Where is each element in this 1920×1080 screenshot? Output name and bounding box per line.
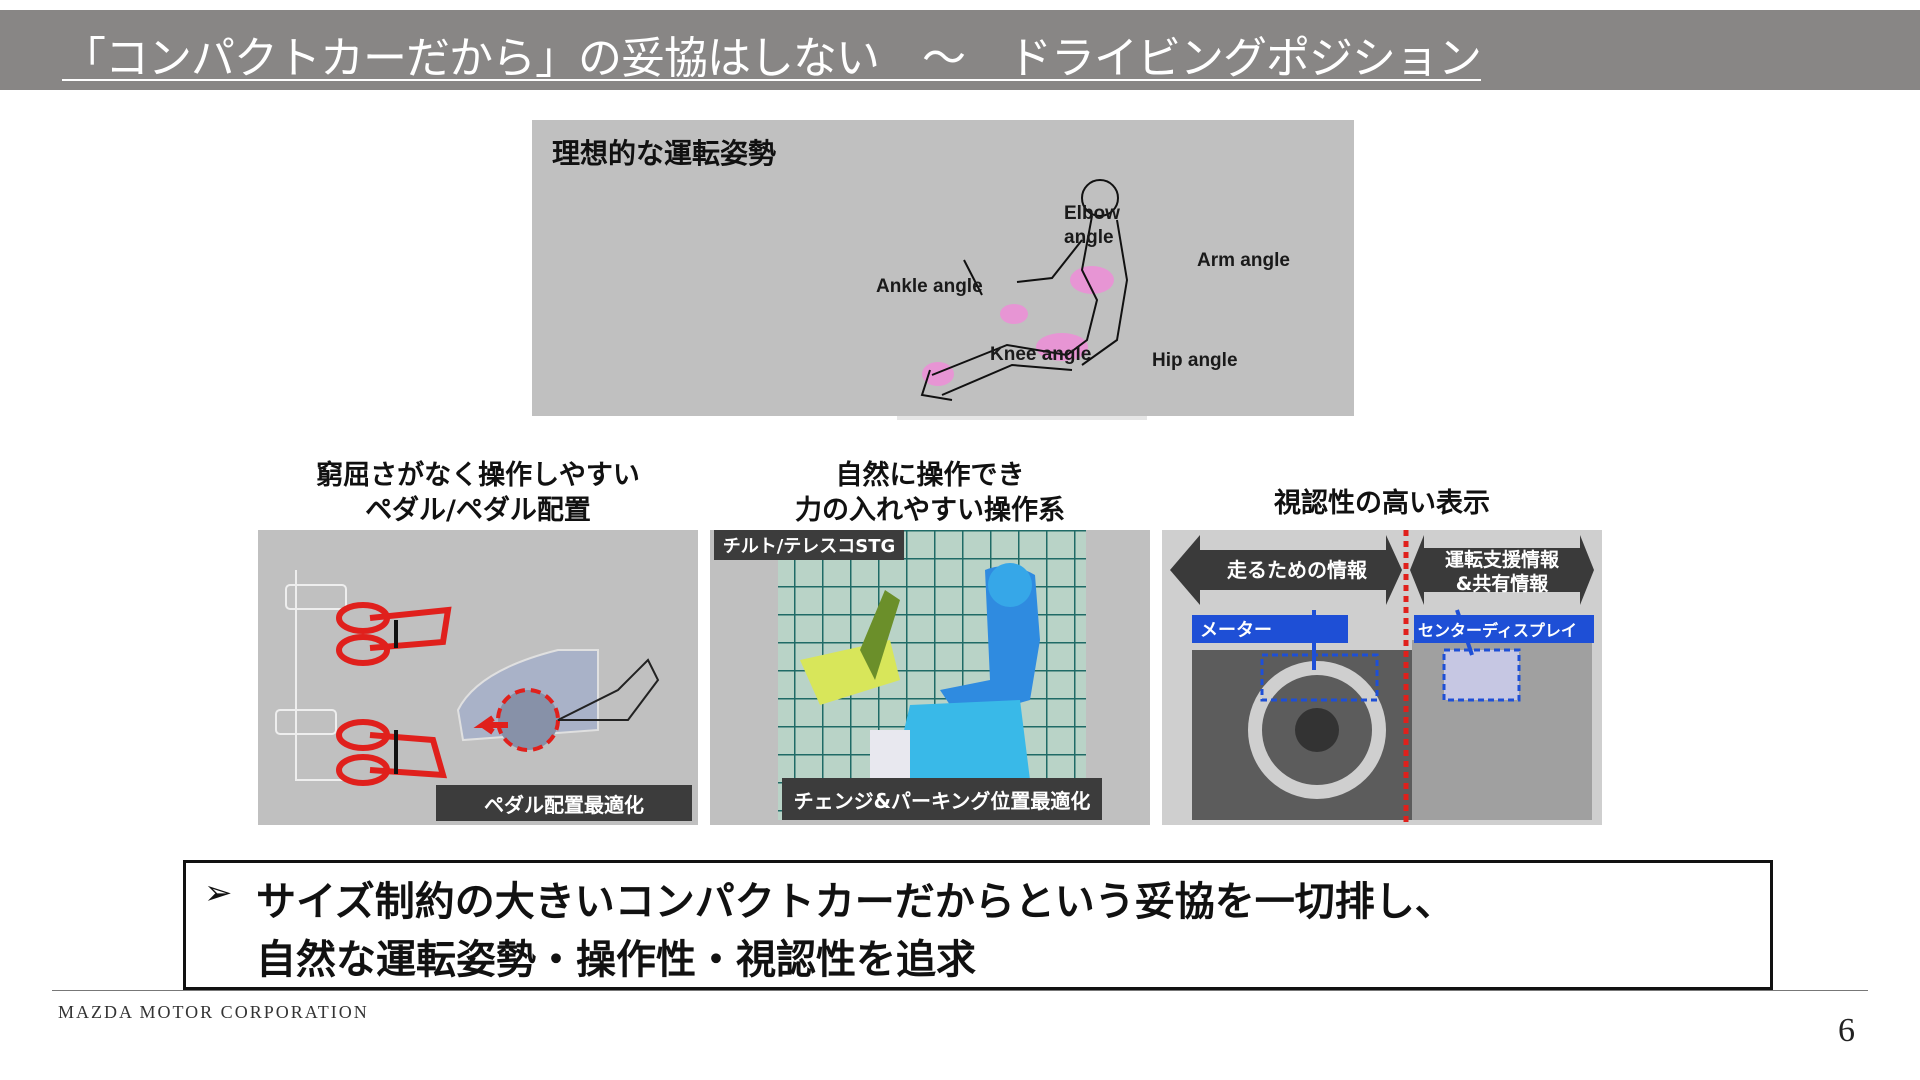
posture-panel-title: 理想的な運転姿勢	[552, 137, 777, 170]
ankle-angle-label: Ankle angle	[876, 276, 983, 297]
footer-rule	[52, 990, 1868, 991]
summary-bullet: ➢	[204, 873, 233, 913]
display-caption: 視認性の高い表示	[1274, 488, 1490, 519]
assist-info-line1: 運転支援情報	[1444, 549, 1559, 571]
arm-angle-label: Arm angle	[1197, 250, 1290, 271]
hip-angle-label: Hip angle	[1152, 350, 1238, 371]
driving-info-label: 走るための情報	[1227, 558, 1367, 582]
pedal-caption: 窮屈さがなく操作しやすい ペダル/ペダル配置	[258, 458, 698, 528]
slide-title: 「コンパクトカーだから」の妥協はしない ～ ドライビングポジション	[62, 33, 1482, 84]
controls-caption: 自然に操作でき 力の入れやすい操作系	[710, 458, 1150, 528]
controls-tag: チェンジ&パーキング位置最適化	[782, 778, 1102, 820]
tilt-telescopic-tag: チルト/テレスコSTG	[714, 530, 904, 560]
summary-line1: サイズ制約の大きいコンパクトカーだからという妥協を一切排し、	[256, 879, 1455, 925]
summary-box: ➢ サイズ制約の大きいコンパクトカーだからという妥協を一切排し、 自然な運転姿勢…	[183, 860, 1773, 990]
dashboard-diagram	[1170, 530, 1594, 825]
footer-company: MAZDA MOTOR CORPORATION	[58, 1002, 369, 1022]
controls-panel: チルト/テレスコSTG チェンジ&パーキング位置最適化	[710, 530, 1150, 825]
driver-posture-figure	[897, 179, 1147, 420]
controls-caption-line1: 自然に操作でき	[835, 460, 1025, 491]
controls-caption-line2: 力の入れやすい操作系	[795, 495, 1065, 526]
pedal-caption-line1: 窮屈さがなく操作しやすい	[316, 460, 640, 491]
center-display-label: センターディスプレイ	[1414, 615, 1594, 643]
page-number: 6	[1838, 1012, 1855, 1049]
assist-info-label: 運転支援情報 &共有情報	[1424, 548, 1580, 596]
meter-label: メーター	[1192, 615, 1348, 643]
display-panel: 走るための情報 運転支援情報 &共有情報 メーター センターディスプレイ	[1162, 530, 1602, 825]
controls-diagram	[778, 530, 1086, 820]
summary-line2: 自然な運転姿勢・操作性・視認性を追求	[256, 937, 976, 983]
assist-info-line2: &共有情報	[1455, 573, 1549, 595]
pedal-caption-line2: ペダル/ペダル配置	[365, 495, 591, 526]
knee-angle-label: Knee angle	[990, 344, 1092, 365]
title-bar	[0, 10, 1920, 90]
posture-panel: 理想的な運転姿勢 Elbow angle Arm angle Ankle ang…	[532, 120, 1354, 420]
elbow-angle-label: Elbow angle	[1064, 203, 1120, 248]
pedal-tag: ペダル配置最適化	[436, 785, 692, 821]
pedal-diagram	[275, 570, 660, 786]
pedal-panel: ペダル配置最適化	[258, 530, 698, 825]
